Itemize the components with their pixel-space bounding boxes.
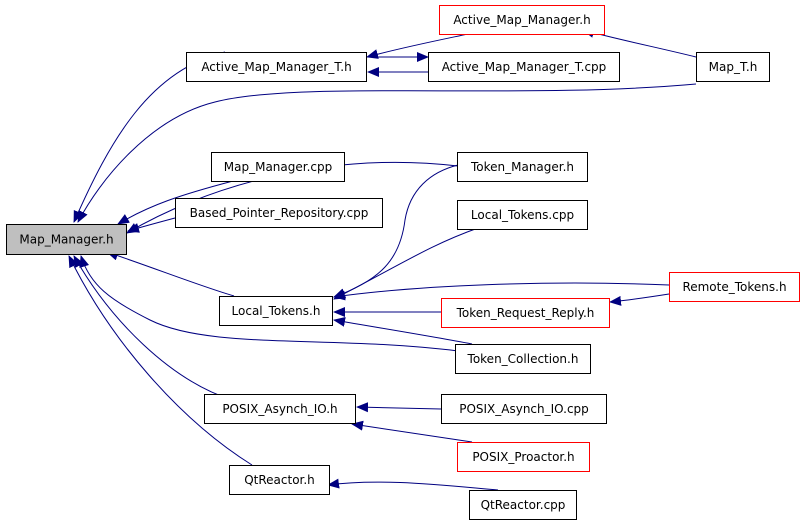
edge-local-tokens-h-to-map-manager-h bbox=[106, 250, 235, 297]
node-box bbox=[457, 152, 588, 182]
edge-remote-tokens-h-to-local-tokens-h bbox=[333, 282, 670, 301]
node-map-manager-cpp[interactable]: Map_Manager.cpp bbox=[211, 152, 345, 182]
node-label: POSIX_Asynch_IO.cpp bbox=[459, 402, 589, 416]
edge-map-manager-cpp-to-map-manager-h bbox=[117, 180, 234, 225]
edge-posix-asynch-io-h-to-map-manager-h bbox=[73, 255, 233, 401]
edge-posix-asynch-io-cpp-to-posix-asynch-io-h bbox=[356, 402, 442, 413]
node-label: Map_Manager.h bbox=[19, 233, 113, 247]
node-label: QtReactor.cpp bbox=[481, 498, 566, 512]
node-local-tokens-h[interactable]: Local_Tokens.h bbox=[219, 296, 333, 326]
edge-active-map-manager-h-to-active-map-manager-t-h bbox=[366, 33, 469, 59]
edge-token-collection-h-to-local-tokens-h bbox=[333, 316, 473, 345]
node-label: QtReactor.h bbox=[244, 473, 315, 487]
node-box bbox=[211, 152, 345, 182]
node-box bbox=[6, 224, 127, 255]
node-label: POSIX_Asynch_IO.h bbox=[222, 402, 337, 416]
node-local-tokens-cpp[interactable]: Local_Tokens.cpp bbox=[457, 200, 588, 230]
node-box bbox=[439, 5, 605, 35]
node-box bbox=[469, 490, 577, 520]
node-posix-asynch-io-cpp[interactable]: POSIX_Asynch_IO.cpp bbox=[441, 394, 607, 424]
edge-based-pointer-repository-cpp-to-map-manager-h bbox=[127, 217, 176, 233]
edge-remote-tokens-h-to-token-request-reply-h bbox=[609, 293, 670, 306]
node-label: Active_Map_Manager.h bbox=[453, 13, 590, 27]
edges-layer bbox=[68, 28, 697, 491]
node-posix-proactor-h[interactable]: POSIX_Proactor.h bbox=[457, 442, 590, 472]
node-remote-tokens-h[interactable]: Remote_Tokens.h bbox=[669, 272, 800, 302]
node-token-manager-h[interactable]: Token_Manager.h bbox=[457, 152, 588, 182]
edge-map-t-h-to-map-manager-h bbox=[77, 83, 697, 223]
node-label: Token_Manager.h bbox=[470, 160, 574, 174]
node-box bbox=[441, 394, 607, 424]
node-label: Local_Tokens.cpp bbox=[471, 208, 574, 222]
edge-qtreactor-cpp-to-qtreactor-h bbox=[327, 478, 499, 491]
node-token-request-reply-h[interactable]: Token_Request_Reply.h bbox=[441, 298, 610, 328]
node-box bbox=[696, 52, 770, 82]
node-based-pointer-repository-cpp[interactable]: Based_Pointer_Repository.cpp bbox=[175, 198, 383, 228]
node-active-map-manager-h[interactable]: Active_Map_Manager.h bbox=[439, 5, 605, 35]
node-label: Map_T.h bbox=[709, 60, 758, 74]
node-box bbox=[457, 200, 588, 230]
node-map-manager-h[interactable]: Map_Manager.h bbox=[6, 224, 127, 255]
node-qtreactor-h[interactable]: QtReactor.h bbox=[229, 465, 330, 495]
node-box bbox=[428, 52, 620, 82]
edge-local-tokens-cpp-to-local-tokens-h bbox=[333, 227, 479, 300]
edge-qtreactor-h-to-map-manager-h bbox=[68, 255, 253, 466]
nodes-layer: Map_Manager.h Active_Map_Manager_T.h Activ… bbox=[6, 5, 800, 520]
node-active-map-manager-t-h[interactable]: Active_Map_Manager_T.h bbox=[186, 52, 367, 82]
node-map-t-h[interactable]: Map_T.h bbox=[696, 52, 770, 82]
node-box bbox=[219, 296, 333, 326]
node-box bbox=[441, 298, 610, 328]
node-box bbox=[669, 272, 800, 302]
node-box bbox=[204, 394, 356, 424]
node-label: Token_Request_Reply.h bbox=[456, 306, 595, 320]
node-label: Map_Manager.cpp bbox=[224, 160, 332, 174]
node-label: POSIX_Proactor.h bbox=[472, 450, 574, 464]
node-posix-asynch-io-h[interactable]: POSIX_Asynch_IO.h bbox=[204, 394, 356, 424]
node-box bbox=[457, 442, 590, 472]
edge-token-collection-h-to-map-manager-h bbox=[79, 255, 459, 352]
node-label: Based_Pointer_Repository.cpp bbox=[190, 206, 369, 220]
node-label: Remote_Tokens.h bbox=[682, 280, 786, 294]
node-label: Token_Collection.h bbox=[467, 352, 579, 366]
node-box bbox=[175, 198, 383, 228]
node-token-collection-h[interactable]: Token_Collection.h bbox=[455, 344, 591, 374]
node-box bbox=[229, 465, 330, 495]
node-label: Local_Tokens.h bbox=[232, 304, 321, 318]
node-box bbox=[455, 344, 591, 374]
edge-posix-proactor-h-to-posix-asynch-io-h bbox=[351, 420, 473, 443]
node-label: Active_Map_Manager_T.h bbox=[201, 60, 351, 74]
node-qtreactor-cpp[interactable]: QtReactor.cpp bbox=[469, 490, 577, 520]
edge-token-manager-h-to-local-tokens-h bbox=[333, 164, 459, 298]
node-box bbox=[186, 52, 367, 82]
node-active-map-manager-t-cpp[interactable]: Active_Map_Manager_T.cpp bbox=[428, 52, 620, 82]
node-label: Active_Map_Manager_T.cpp bbox=[442, 60, 607, 74]
